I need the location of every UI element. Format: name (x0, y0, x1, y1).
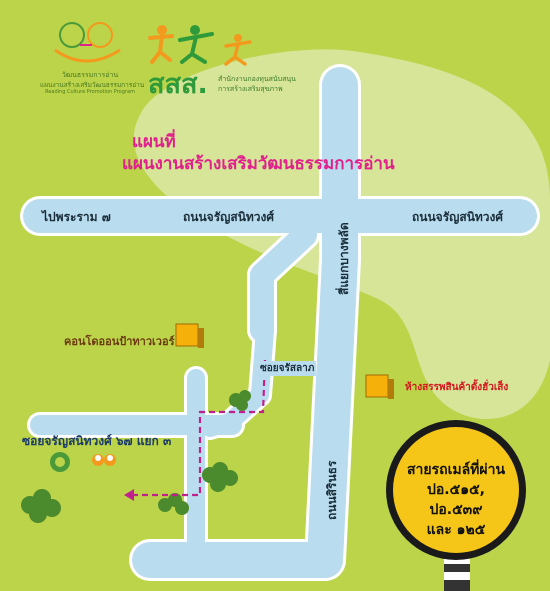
bush (21, 489, 61, 523)
bus-sign-line3: ปอ.๕๓๙ (429, 502, 483, 518)
mall-building-icon (365, 374, 394, 399)
reading-program-logo-line3: Reading Culture Promotion Program (45, 89, 135, 95)
bus-sign-line4: และ ๑๒๕ (426, 522, 486, 538)
roads (23, 67, 537, 578)
bus-stop-sign (386, 420, 526, 591)
bush (202, 462, 238, 492)
bus-sign-line1: สายรถเมล์ที่ผ่าน (406, 462, 506, 478)
route-arrow-icon (124, 489, 134, 501)
bush (158, 493, 189, 515)
road-label-bang-phlat: สี่แยกบางพลัด (337, 222, 351, 295)
road-label-sirinthorn: ถนนสิรินธร (325, 460, 339, 520)
road-label-charan-left: ถนนจรัญสนิทวงศ์ (183, 210, 275, 224)
foundation-logo-icon (50, 452, 70, 472)
reading-program-logo-line2: แผนงานสร้างเสริมวัฒนธรรมการอ่าน (40, 81, 145, 89)
road-label-to-rama7: ไปพระราม ๗ (42, 210, 111, 224)
bus-sign-line2: ปอ.๕๑๕, (426, 482, 485, 498)
route-path (130, 359, 267, 497)
thaihealth-sub1: สำนักงานกองทุนสนับสนุน (218, 75, 296, 83)
road-diagonal (250, 223, 317, 342)
reading-program-small-logo-icon (92, 454, 116, 466)
map-title-line1: แผนที่ (132, 132, 176, 152)
poi-label-condo: คอนโดออนป้าทาวเวอร์ (64, 335, 175, 348)
road-main-vertical (307, 67, 358, 578)
map-title-line2: แผนงานสร้างเสริมวัฒนธรรมการอ่าน (122, 154, 395, 174)
reading-program-logo (54, 22, 121, 63)
thaihealth-logo (148, 25, 252, 66)
bush (229, 390, 251, 411)
road-label-soi-jarassalak: ซอยจรัสลาภ (258, 361, 317, 376)
thaihealth-name: สสส. (148, 69, 208, 100)
reading-program-logo-line1: วัฒนธรรมการอ่าน (61, 71, 119, 79)
thaihealth-sub2: การสร้างเสริมสุขภาพ (218, 85, 283, 93)
poi-label-mall: ห้างสรรพสินค้าตั้งฮั่วเส็ง (405, 382, 509, 393)
road-label-charan-right: ถนนจรัญสนิทวงศ์ (412, 210, 504, 224)
condo-building-icon (175, 323, 204, 348)
road-label-soi-charan67: ซอยจรัญสนิทวงศ์ ๖๗ แยก ๓ (22, 434, 172, 448)
